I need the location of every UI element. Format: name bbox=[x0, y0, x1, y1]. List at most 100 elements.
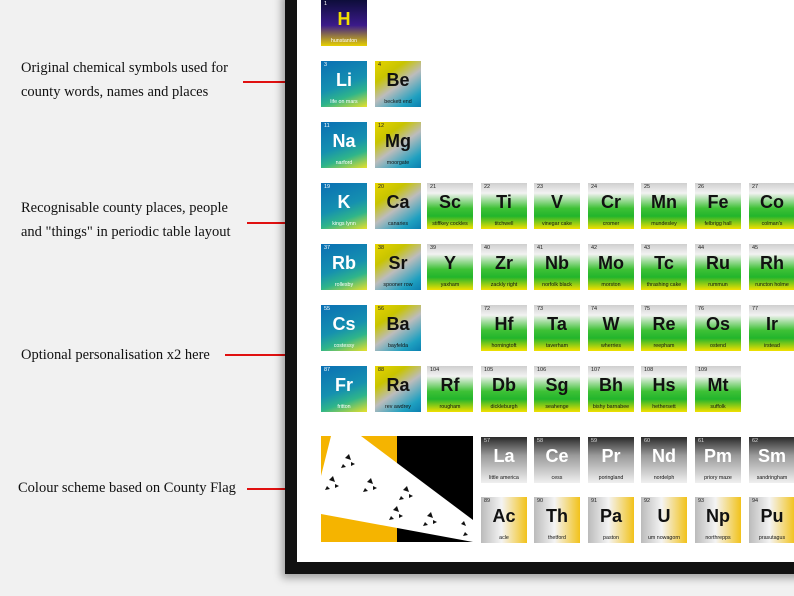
element-place-name: hethersett bbox=[652, 404, 676, 410]
element-number: 106 bbox=[537, 367, 547, 373]
element-symbol: Y bbox=[443, 253, 456, 273]
element-number: 72 bbox=[484, 306, 491, 312]
element-number: 22 bbox=[484, 184, 491, 190]
element-symbol: Pa bbox=[599, 506, 623, 526]
element-place-name: moorgate bbox=[386, 160, 410, 166]
element-number: 92 bbox=[644, 498, 651, 504]
element-place-name: mundesley bbox=[651, 221, 677, 227]
element-symbol: V bbox=[550, 192, 563, 212]
element-symbol: U bbox=[657, 506, 671, 526]
element-symbol: W bbox=[602, 314, 620, 334]
element-symbol: H bbox=[337, 9, 351, 29]
element-symbol: Mn bbox=[651, 192, 677, 212]
ermine-spot bbox=[461, 521, 468, 536]
element-place-name: cromer bbox=[602, 221, 620, 227]
element-symbol: Ti bbox=[496, 192, 512, 212]
element-place-name: yaxham bbox=[440, 282, 460, 288]
element-symbol: Ac bbox=[492, 506, 516, 526]
annotation-layout: Recognisable county places, people and "… bbox=[21, 200, 231, 240]
element-place-name: bishy barnabee bbox=[592, 404, 630, 410]
element-number: 59 bbox=[591, 438, 598, 444]
element-symbol: Fe bbox=[707, 192, 729, 212]
element-symbol: Rh bbox=[760, 253, 784, 273]
element-symbol: Sg bbox=[545, 375, 569, 395]
element-place-name: rollesby bbox=[334, 282, 354, 288]
element-symbol: Np bbox=[706, 506, 730, 526]
element-place-name: suffolk bbox=[710, 404, 726, 410]
element-symbol: Ir bbox=[765, 314, 778, 334]
element-place-name: kings lynn bbox=[332, 221, 356, 227]
element-number: 105 bbox=[484, 367, 494, 373]
element-place-name: rummun bbox=[708, 282, 728, 288]
element-place-name: norfolk black bbox=[542, 282, 572, 288]
element-place-name: um nowagorn bbox=[647, 535, 681, 541]
element-place-name: acle bbox=[499, 535, 509, 541]
element-symbol: K bbox=[337, 192, 351, 212]
element-place-name: horningtoft bbox=[491, 343, 517, 349]
element-place-name: little america bbox=[489, 475, 519, 481]
element-place-name: taverham bbox=[545, 343, 569, 349]
element-symbol: Mg bbox=[385, 131, 411, 151]
ermine-spot bbox=[341, 454, 355, 468]
annotation-colour-scheme: Colour scheme based on County Flag bbox=[18, 480, 236, 496]
element-number: 42 bbox=[591, 245, 598, 251]
element-number: 25 bbox=[644, 184, 651, 190]
flag-white-bend bbox=[321, 436, 473, 542]
element-place-name: colman's bbox=[761, 221, 783, 227]
element-number: 23 bbox=[537, 184, 544, 190]
element-number: 44 bbox=[698, 245, 705, 251]
element-symbol: Sr bbox=[388, 253, 408, 273]
ermine-spot bbox=[363, 478, 377, 492]
element-place-name: dickleburgh bbox=[490, 404, 518, 410]
element-number: 57 bbox=[484, 438, 491, 444]
element-place-name: nordelph bbox=[653, 475, 675, 481]
element-place-name: titchwell bbox=[494, 221, 514, 227]
element-symbol: Rb bbox=[332, 253, 356, 273]
element-number: 77 bbox=[752, 306, 759, 312]
element-place-name: morston bbox=[601, 282, 621, 288]
element-number: 89 bbox=[484, 498, 491, 504]
element-place-name: zackly right bbox=[490, 282, 518, 288]
element-number: 20 bbox=[378, 184, 385, 190]
element-symbol: Cs bbox=[332, 314, 356, 334]
element-symbol: Li bbox=[336, 70, 352, 90]
element-symbol: Cr bbox=[600, 192, 621, 212]
element-place-name: rev awdrey bbox=[385, 404, 411, 410]
element-symbol: Co bbox=[760, 192, 784, 212]
element-symbol: Ca bbox=[386, 192, 410, 212]
element-place-name: bayfelda bbox=[387, 343, 409, 349]
element-number: 4 bbox=[378, 62, 382, 68]
element-symbol: Pu bbox=[760, 506, 784, 526]
element-place-name: runcton holme bbox=[755, 282, 789, 288]
element-symbol: Be bbox=[386, 70, 410, 90]
element-number: 37 bbox=[324, 245, 331, 251]
element-place-name: rougham bbox=[439, 404, 461, 410]
